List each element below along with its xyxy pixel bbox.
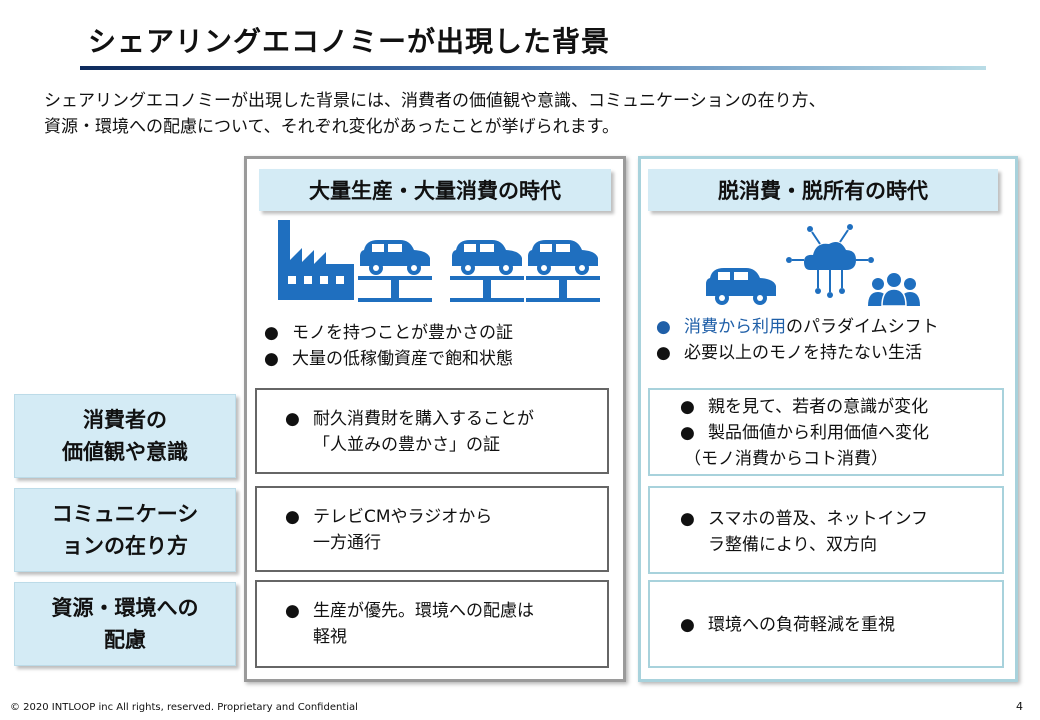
car-lift-icon bbox=[450, 240, 524, 302]
post-ownership-heading: 脱消費・脱所有の時代 bbox=[648, 169, 998, 211]
cloud-network-icon bbox=[786, 224, 874, 298]
mass-consumption-bullets: ●モノを持つことが豊かさの証 ●大量の低稼働資産で飽和状態 bbox=[264, 320, 513, 372]
page-title: シェアリングエコノミーが出現した背景 bbox=[88, 25, 611, 58]
list-item: ●必要以上のモノを持たない生活 bbox=[656, 343, 922, 363]
intro-line-1: シェアリングエコノミーが出現した背景には、消費者の価値観や意識、コミュニケーショ… bbox=[44, 91, 826, 111]
post-values-cell: ●親を見て、若者の意識が変化 ●製品価値から利用価値へ変化 （モノ消費からコト消… bbox=[648, 388, 1004, 476]
mass-production-illustration bbox=[278, 220, 600, 302]
row-label-env-line2: 配慮 bbox=[104, 628, 146, 652]
row-label-environment: 資源・環境への 配慮 bbox=[14, 582, 236, 666]
car-lift-icon bbox=[526, 240, 600, 302]
row-label-values-line2: 価値観や意識 bbox=[62, 440, 188, 464]
car-lift-icon bbox=[358, 240, 432, 302]
row-label-values-line1: 消費者の bbox=[83, 408, 167, 432]
row-label-values: 消費者の 価値観や意識 bbox=[14, 394, 236, 478]
list-item: ●モノを持つことが豊かさの証 bbox=[264, 323, 513, 343]
mass-values-cell: ●耐久消費財を購入することが 「人並みの豊かさ」の証 bbox=[255, 388, 609, 474]
mass-environment-cell: ●生産が優先。環境への配慮は 軽視 bbox=[255, 580, 609, 668]
car-icon bbox=[706, 268, 776, 305]
row-label-communication: コミュニケーシ ョンの在り方 bbox=[14, 488, 236, 572]
row-label-comm-line2: ョンの在り方 bbox=[62, 534, 188, 558]
title-underline bbox=[80, 66, 986, 70]
post-communication-cell: ●スマホの普及、ネットインフ ラ整備により、双方向 bbox=[648, 486, 1004, 574]
intro-line-2: 資源・環境への配慮について、それぞれ変化があったことが挙げられます。 bbox=[44, 117, 619, 137]
factory-icon bbox=[278, 220, 354, 300]
post-ownership-bullets: ●消費から利用のパラダイムシフト ●必要以上のモノを持たない生活 bbox=[656, 314, 939, 366]
post-environment-cell: ●環境への負荷軽減を重視 bbox=[648, 580, 1004, 668]
people-group-icon bbox=[868, 273, 920, 307]
copyright-footer: © 2020 INTLOOP inc All rights, reserved.… bbox=[10, 702, 358, 713]
page-number: 4 bbox=[1016, 700, 1023, 713]
list-item: ●大量の低稼働資産で飽和状態 bbox=[264, 349, 513, 369]
sharing-illustration bbox=[706, 224, 920, 307]
mass-communication-cell: ●テレビCMやラジオから 一方通行 bbox=[255, 486, 609, 572]
row-label-env-line1: 資源・環境への bbox=[51, 596, 199, 620]
list-item: ●消費から利用のパラダイムシフト bbox=[656, 317, 939, 337]
row-label-comm-line1: コミュニケーシ bbox=[51, 502, 199, 526]
intro-text: シェアリングエコノミーが出現した背景には、消費者の価値観や意識、コミュニケーショ… bbox=[44, 88, 1024, 140]
mass-consumption-heading: 大量生産・大量消費の時代 bbox=[259, 169, 611, 211]
